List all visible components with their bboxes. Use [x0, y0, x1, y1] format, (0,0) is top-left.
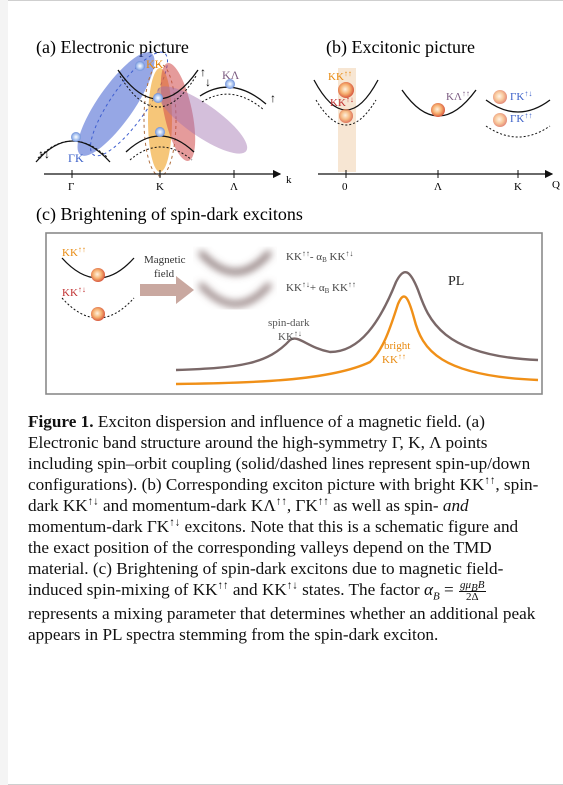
caption-sup: ↑↓ [169, 516, 181, 529]
fraction-denominator: 2Δ [465, 590, 479, 603]
hole-dot [155, 127, 165, 137]
label-b-klambda: KΛ↑↑ [446, 89, 470, 103]
pl-spectrum-brown [175, 271, 539, 372]
caption-text: , ΓK [286, 496, 318, 515]
caption-sup: ↑↓ [286, 579, 298, 592]
figure-graphic: (a) Electronic picture KK KΛ ΓK ↑↓ ↑ ↓ ↑… [35, 37, 560, 395]
caption-sup: ↑↑ [484, 474, 496, 487]
tick-label-0: 0 [342, 181, 348, 193]
vb-gamma-upper [35, 140, 111, 163]
cb-lambda-upper [199, 86, 267, 105]
caption-sup: ↑↑ [275, 495, 287, 508]
caption-text: momentum-dark ΓK [28, 517, 170, 536]
label-b-gk-upup: ΓK↑↑ [510, 111, 532, 125]
exc-kk-lower [315, 99, 377, 126]
tick-label-lambda-b: Λ [434, 181, 442, 193]
label-gammak: ΓK [68, 151, 84, 165]
exciton-dot [339, 109, 353, 123]
caption-text: represents a mixing parameter that deter… [28, 603, 536, 644]
label-kk: KK [146, 57, 164, 71]
cb-lambda-lower [201, 93, 265, 111]
bright-label-2: KK↑↑ [382, 352, 406, 366]
electron-dot [225, 79, 235, 89]
vb-gamma-lower [37, 140, 109, 159]
caption-italic: and [442, 496, 469, 515]
label-b-kk-upup: KK↑↑ [328, 69, 352, 83]
exciton-dot [91, 268, 105, 282]
top-border [8, 0, 563, 1]
exciton-dot [493, 90, 507, 104]
caption-sub: B [432, 590, 440, 603]
pl-label: PL [448, 274, 464, 289]
caption-sup: ↑↑ [217, 579, 229, 592]
exciton-dot [338, 82, 354, 98]
axis-label-k: k [286, 174, 292, 186]
label-c-kk-updown: KK↑↓ [62, 285, 86, 299]
arrow-label-1: Magnetic [144, 254, 186, 266]
caption-text: and KK [228, 580, 287, 599]
mix-lower: KK↑↓+ αB KK↑↑ [286, 280, 356, 295]
transition-purple [156, 86, 248, 154]
exciton-dot [431, 103, 445, 117]
pl-spectrum-orange [175, 295, 539, 386]
electron-dot [135, 61, 145, 71]
hole-dot [71, 132, 81, 142]
mix-upper: KK↑↑- αB KK↑↓ [286, 249, 353, 264]
caption-text: , spin-dark KK [28, 475, 539, 515]
axis-label-q: Q [552, 179, 560, 191]
label-klambda: KΛ [222, 68, 240, 82]
spin-up-lambda: ↑ [270, 91, 276, 105]
exc-gk-lower [485, 125, 551, 138]
panel-b-title: (b) Excitonic picture [326, 37, 475, 58]
caption-label: Figure 1. [28, 412, 94, 431]
caption-text: as well as spin- [328, 496, 443, 515]
caption-text: excitons. Note that this is a schematic … [28, 517, 519, 599]
vb-k-lower [129, 146, 193, 161]
exc-gk-upper [485, 99, 551, 113]
caption-text: states. The factor [297, 580, 424, 599]
magnetic-field-arrow [140, 276, 194, 304]
tick-label-lambda: Λ [230, 181, 238, 193]
mixed-bands-blur [198, 250, 272, 307]
tick-label-gamma: Γ [68, 181, 74, 193]
bright-label-1: bright [384, 340, 410, 352]
label-c-kk-upup: KK↑↑ [62, 245, 86, 259]
spin-left: ↑↓ [38, 147, 50, 161]
transition-red [160, 63, 196, 161]
panel-c-title: (c) Brightening of spin-dark excitons [36, 204, 303, 225]
figure-caption: Figure 1. Exciton dispersion and influen… [28, 411, 543, 645]
label-b-gk-updown: ΓK↑↓ [510, 89, 532, 103]
caption-text: Exciton dispersion and influence of a ma… [28, 412, 531, 494]
fraction-numerator: gμBB [459, 578, 486, 594]
exciton-dot [493, 113, 507, 127]
caption-text: = [439, 580, 458, 599]
exciton-dot [91, 307, 105, 321]
dark-label-1: spin-dark [268, 317, 310, 329]
arrow-label-2: field [154, 268, 175, 280]
electron-dot [153, 93, 163, 103]
label-b-kk-updown: KK↑↓ [330, 95, 354, 109]
spin-up-k: ↑ [200, 65, 206, 79]
tick-label-k-b: K [514, 181, 522, 193]
caption-text: and momentum-dark KΛ [98, 496, 276, 515]
transition-blue [77, 52, 155, 156]
tick-label-k: K [156, 181, 164, 193]
spin-down-k: ↓ [205, 75, 211, 89]
dark-label-2: KK↑↓ [278, 329, 302, 343]
caption-alpha: α [423, 580, 433, 599]
caption-sup: ↑↑ [317, 495, 329, 508]
caption-sup: ↑↓ [87, 495, 99, 508]
